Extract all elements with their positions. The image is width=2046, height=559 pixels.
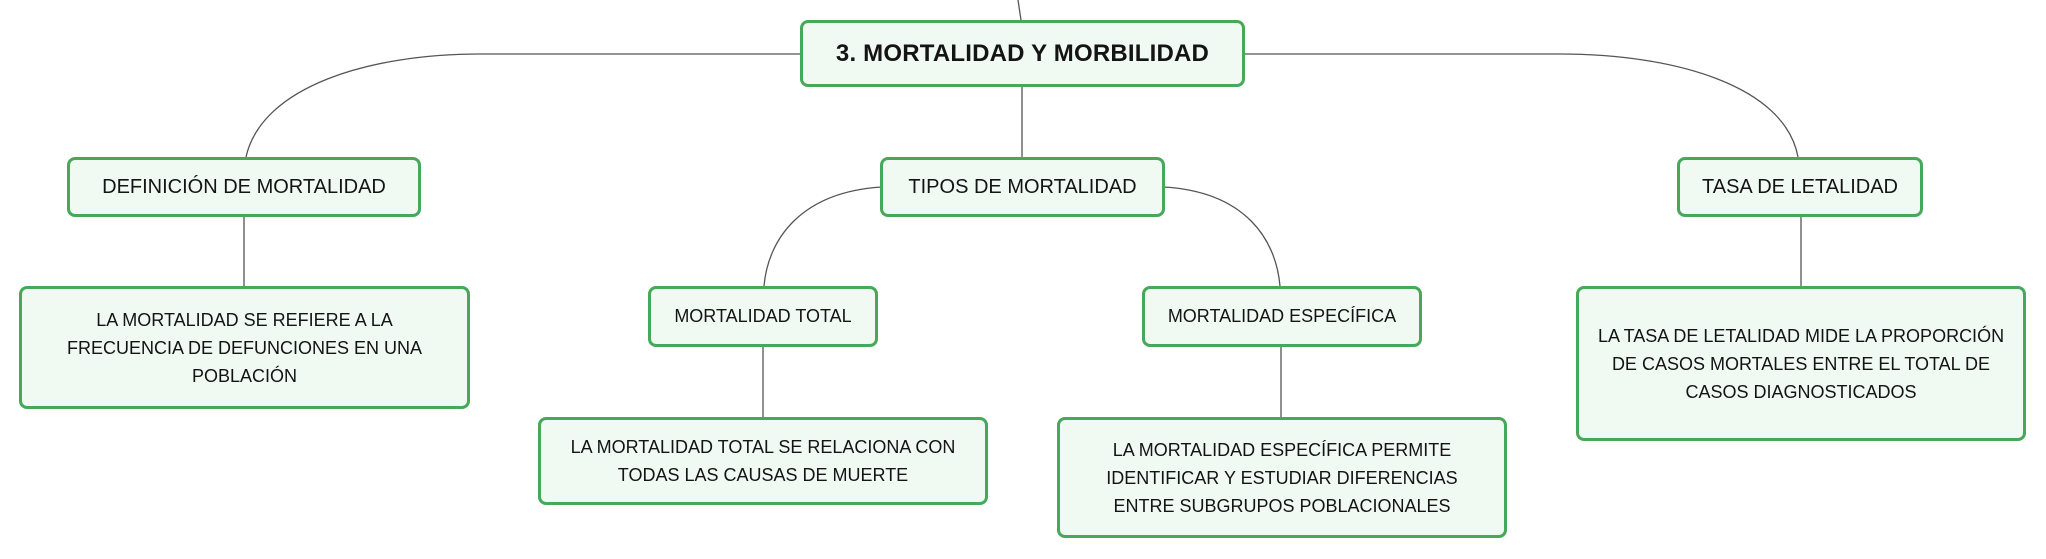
- especifica-detail-node[interactable]: LA MORTALIDAD ESPECÍFICA PERMITE IDENTIF…: [1057, 417, 1507, 538]
- connector-root-letalidad: [1245, 53, 1799, 158]
- tipos-node[interactable]: TIPOS DE MORTALIDAD: [880, 157, 1165, 217]
- total-detail-node[interactable]: LA MORTALIDAD TOTAL SE RELACIONA CON TOD…: [538, 417, 988, 505]
- connector-tipos-total: [763, 186, 883, 287]
- letalidad-detail-text: LA TASA DE LETALIDAD MIDE LA PROPORCIÓN …: [1597, 325, 2005, 402]
- parent-connector: [1017, 0, 1022, 21]
- letalidad-label: TASA DE LETALIDAD: [1702, 175, 1898, 198]
- connector-root-definicion: [245, 53, 800, 158]
- total-node[interactable]: MORTALIDAD TOTAL: [648, 286, 878, 347]
- root-label: 3. MORTALIDAD Y MORBILIDAD: [835, 39, 1210, 67]
- especifica-detail-text: LA MORTALIDAD ESPECÍFICA PERMITE IDENTIF…: [1106, 439, 1458, 516]
- definicion-node[interactable]: DEFINICIÓN DE MORTALIDAD: [67, 157, 421, 217]
- definicion-label: DEFINICIÓN DE MORTALIDAD: [102, 175, 386, 198]
- especifica-label: MORTALIDAD ESPECÍFICA: [1167, 306, 1397, 326]
- definicion-detail-text: LA MORTALIDAD SE REFIERE A LA FRECUENCIA…: [66, 309, 423, 386]
- root-node[interactable]: 3. MORTALIDAD Y MORBILIDAD: [800, 20, 1245, 87]
- total-detail-text: LA MORTALIDAD TOTAL SE RELACIONA CON TOD…: [570, 437, 956, 485]
- especifica-node[interactable]: MORTALIDAD ESPECÍFICA: [1142, 286, 1422, 347]
- letalidad-detail-node[interactable]: LA TASA DE LETALIDAD MIDE LA PROPORCIÓN …: [1576, 286, 2026, 441]
- tipos-label: TIPOS DE MORTALIDAD: [908, 175, 1137, 198]
- connector-tipos-especifica: [1163, 186, 1281, 287]
- letalidad-node[interactable]: TASA DE LETALIDAD: [1677, 157, 1923, 217]
- definicion-detail-node[interactable]: LA MORTALIDAD SE REFIERE A LA FRECUENCIA…: [19, 286, 470, 409]
- total-label: MORTALIDAD TOTAL: [674, 306, 852, 326]
